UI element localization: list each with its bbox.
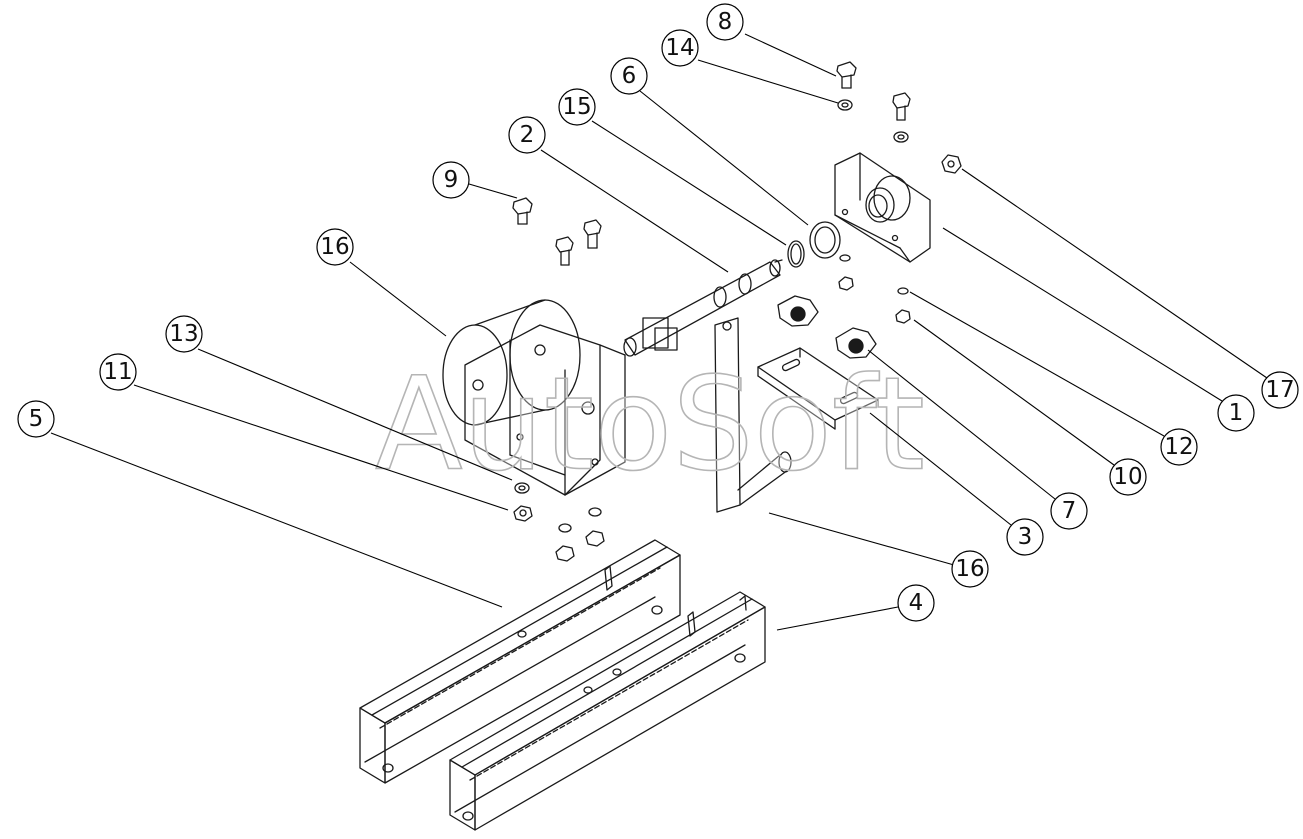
callout-16-left: 16 (316, 228, 354, 266)
callout-14: 14 (661, 29, 699, 67)
leader-5 (50, 432, 503, 608)
washers-nuts-small (838, 254, 911, 324)
drum-housing-16 (442, 299, 626, 496)
channel-rail-5 (359, 539, 681, 784)
callout-15: 15 (558, 88, 596, 126)
leader-4 (776, 606, 899, 631)
callout-10: 10 (1109, 458, 1147, 496)
callout-label: 4 (909, 590, 924, 616)
washers-14 (837, 99, 909, 143)
callout-label: 14 (665, 35, 694, 61)
callout-label: 8 (718, 9, 733, 35)
callout-1: 1 (1217, 394, 1255, 432)
bolts-8 (836, 61, 911, 121)
bolts-9 (512, 197, 602, 266)
leader-1 (942, 227, 1223, 402)
leader-14 (697, 59, 839, 104)
callout-9: 9 (432, 161, 470, 199)
callout-11: 11 (99, 353, 137, 391)
watermark-text: AutoSoft (375, 351, 925, 500)
leader-15 (591, 120, 787, 246)
shaft-2 (623, 259, 783, 357)
star-knobs-7 (777, 295, 877, 359)
callout-label: 16 (320, 234, 349, 260)
callout-7: 7 (1050, 492, 1088, 530)
leader-7 (867, 349, 1056, 500)
callout-label: 15 (562, 94, 591, 120)
callout-2: 2 (508, 116, 546, 154)
callout-label: 3 (1018, 524, 1033, 550)
washer-6 (809, 221, 841, 259)
leader-8 (744, 33, 837, 77)
callout-label: 6 (622, 63, 637, 89)
leader-16a (349, 261, 447, 337)
leader-16b (768, 512, 955, 566)
callout-label: 9 (444, 167, 459, 193)
callout-label: 13 (169, 321, 198, 347)
lever-arm-16 (714, 317, 792, 513)
callout-6: 6 (610, 57, 648, 95)
callout-13: 13 (165, 315, 203, 353)
callout-label: 7 (1062, 498, 1077, 524)
callout-8: 8 (706, 3, 744, 41)
callout-3: 3 (1006, 518, 1044, 556)
retaining-ring-15 (787, 240, 805, 268)
leader-12 (909, 291, 1165, 437)
nut-17 (941, 154, 962, 174)
callout-16-right: 16 (951, 550, 989, 588)
channel-rail-4 (449, 591, 766, 831)
hardware-11-13 (513, 482, 605, 562)
callout-label: 11 (103, 359, 132, 385)
bearing-bracket-1 (834, 152, 931, 263)
callout-label: 1 (1229, 400, 1244, 426)
callout-12: 12 (1160, 428, 1198, 466)
callout-label: 17 (1265, 377, 1294, 403)
slotted-plate-3 (757, 347, 879, 430)
leader-13 (197, 348, 513, 481)
callout-17: 17 (1261, 371, 1299, 409)
leader-lines (50, 33, 1268, 631)
part-drawings (359, 61, 962, 831)
leader-2 (540, 149, 729, 273)
callout-label: 5 (29, 406, 44, 432)
callout-label: 16 (955, 556, 984, 582)
leader-17 (961, 168, 1268, 379)
leader-10 (913, 319, 1115, 466)
callout-label: 2 (520, 122, 535, 148)
leader-3 (869, 412, 1012, 526)
callout-4: 4 (897, 584, 935, 622)
leader-9 (468, 183, 518, 199)
callout-label: 10 (1113, 464, 1142, 490)
callout-5: 5 (17, 400, 55, 438)
callout-label: 12 (1164, 434, 1193, 460)
leader-6 (639, 90, 809, 226)
leader-11 (133, 384, 509, 511)
